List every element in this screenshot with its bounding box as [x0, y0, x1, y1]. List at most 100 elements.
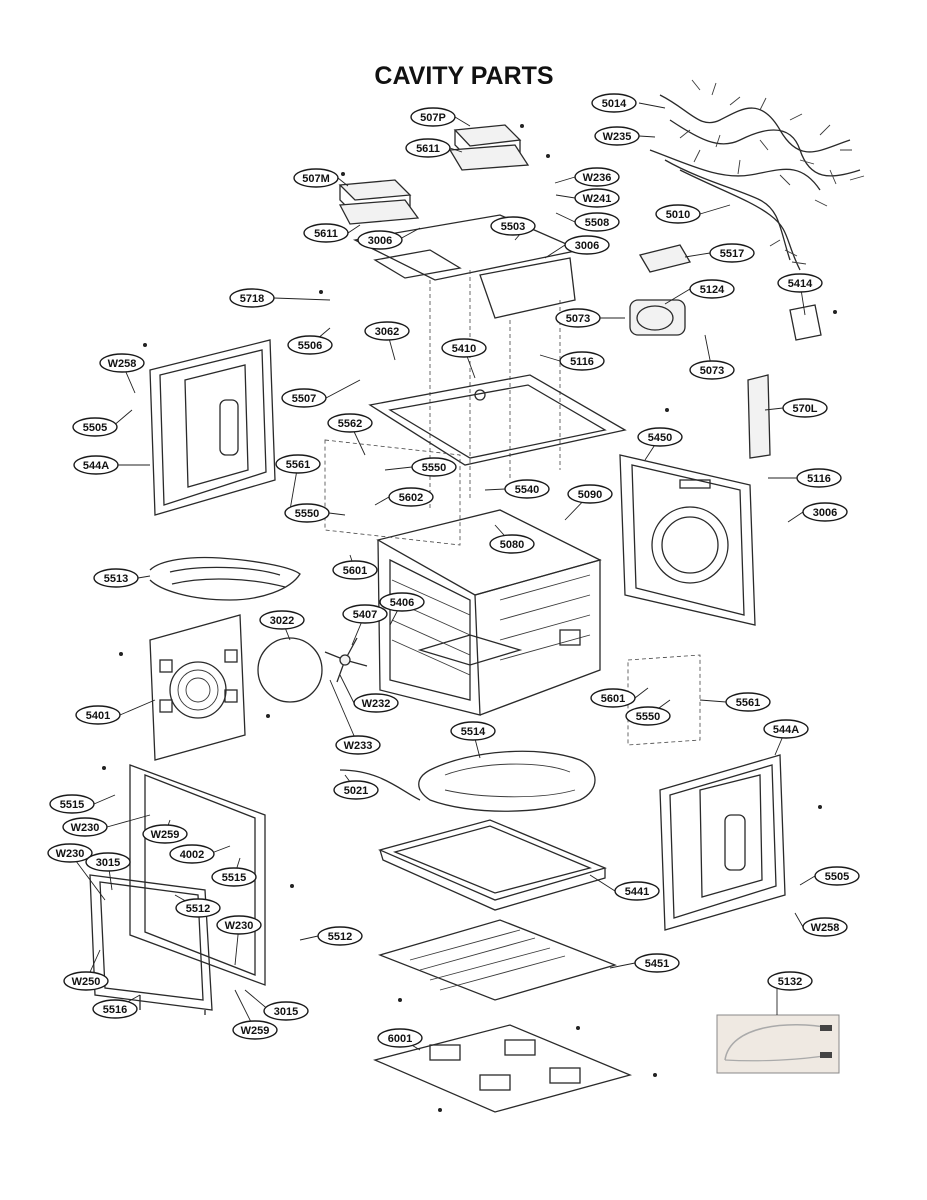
part-label: 3062	[364, 321, 410, 341]
rear-panel	[619, 454, 756, 626]
part-label: W236	[574, 167, 620, 187]
svg-text:5505: 5505	[83, 422, 107, 434]
svg-text:3006: 3006	[575, 240, 599, 252]
svg-text:3062: 3062	[375, 326, 399, 338]
part-label: 5550	[625, 706, 671, 726]
part-label: 3015	[85, 852, 131, 872]
part-label: 5021	[333, 780, 379, 800]
part-label: 5124	[689, 279, 735, 299]
svg-text:5601: 5601	[601, 693, 625, 705]
part-label: 5508	[574, 212, 620, 232]
part-label: 5601	[590, 688, 636, 708]
svg-text:6001: 6001	[388, 1033, 412, 1045]
fan-blade-and-ring	[257, 637, 368, 703]
part-label: 5512	[175, 898, 221, 918]
svg-text:W230: W230	[56, 848, 85, 860]
svg-text:570L: 570L	[792, 403, 817, 415]
fan-cover	[149, 614, 246, 761]
part-label: 5540	[504, 479, 550, 499]
part-label: 5505	[72, 417, 118, 437]
cavity-top	[368, 374, 627, 466]
sensor-photo	[716, 1014, 840, 1074]
part-label: W230	[216, 915, 262, 935]
svg-text:5451: 5451	[645, 958, 669, 970]
svg-text:544A: 544A	[83, 460, 109, 472]
part-label: 5090	[567, 484, 613, 504]
svg-text:5021: 5021	[344, 785, 368, 797]
part-label: 5513	[93, 568, 139, 588]
part-label: W241	[574, 188, 620, 208]
svg-text:5505: 5505	[825, 871, 849, 883]
part-label: W259	[142, 824, 188, 844]
floor-panel	[377, 919, 618, 1001]
part-label: 5503	[490, 216, 536, 236]
part-label: W232	[353, 693, 399, 713]
svg-text:W259: W259	[151, 829, 180, 841]
svg-text:5090: 5090	[578, 489, 602, 501]
part-label: 5010	[655, 204, 701, 224]
svg-text:5515: 5515	[222, 872, 246, 884]
bottom-plate	[373, 1024, 632, 1113]
wire-harness	[649, 79, 865, 271]
part-label: 5718	[229, 288, 275, 308]
svg-text:W250: W250	[72, 976, 101, 988]
part-label: W233	[335, 735, 381, 755]
part-label: 3022	[259, 610, 305, 630]
part-label: 3006	[802, 502, 848, 522]
part-label: W230	[47, 843, 93, 863]
part-label: 4002	[169, 844, 215, 864]
svg-text:5515: 5515	[60, 799, 84, 811]
svg-text:3006: 3006	[813, 507, 837, 519]
part-label: 5407	[342, 604, 388, 624]
svg-text:4002: 4002	[180, 849, 204, 861]
part-label: 5602	[388, 487, 434, 507]
svg-text:5513: 5513	[104, 573, 128, 585]
svg-text:W232: W232	[362, 698, 391, 710]
part-label: 5550	[284, 503, 330, 523]
svg-text:5414: 5414	[788, 278, 813, 290]
svg-text:W258: W258	[108, 358, 137, 370]
svg-text:5507: 5507	[292, 393, 316, 405]
diagram-title: CAVITY PARTS	[374, 62, 553, 90]
svg-text:5410: 5410	[452, 343, 476, 355]
part-label: 5414	[777, 273, 823, 293]
part-label: 3006	[357, 230, 403, 250]
svg-text:5550: 5550	[422, 462, 446, 474]
part-label: 3015	[263, 1001, 309, 1021]
oven-cavity	[376, 509, 602, 716]
part-label: 507P	[410, 107, 456, 127]
svg-text:5450: 5450	[648, 432, 672, 444]
part-label: 3006	[564, 235, 610, 255]
part-labels: 5014 W235 507P 5611 507M W236 W241 5508 …	[47, 93, 860, 1048]
part-label: 5516	[92, 999, 138, 1019]
part-label: 5073	[689, 360, 735, 380]
svg-text:W236: W236	[583, 172, 612, 184]
part-label: 5550	[411, 457, 457, 477]
svg-text:5550: 5550	[295, 508, 319, 520]
svg-text:5562: 5562	[338, 418, 362, 430]
svg-text:5512: 5512	[328, 931, 352, 943]
part-label: W230	[62, 817, 108, 837]
svg-text:W258: W258	[811, 922, 840, 934]
svg-text:5014: 5014	[602, 98, 627, 110]
svg-text:5611: 5611	[314, 228, 338, 240]
svg-text:5601: 5601	[343, 565, 367, 577]
part-label: 5561	[725, 692, 771, 712]
part-label: 5611	[405, 138, 451, 158]
bake-element	[339, 750, 596, 812]
fan-motor	[629, 244, 822, 459]
svg-text:5116: 5116	[570, 356, 594, 368]
svg-text:5516: 5516	[103, 1004, 127, 1016]
svg-text:5611: 5611	[416, 143, 440, 155]
top-trays	[338, 124, 530, 225]
part-label: 5116	[559, 351, 605, 371]
front-frame	[89, 764, 266, 1015]
svg-text:5401: 5401	[86, 710, 110, 722]
part-label: 507M	[293, 168, 339, 188]
svg-text:W259: W259	[241, 1025, 270, 1037]
svg-text:W241: W241	[583, 193, 612, 205]
svg-text:5561: 5561	[736, 697, 760, 709]
svg-text:W230: W230	[225, 920, 254, 932]
side-panel-lower-right	[659, 754, 786, 931]
